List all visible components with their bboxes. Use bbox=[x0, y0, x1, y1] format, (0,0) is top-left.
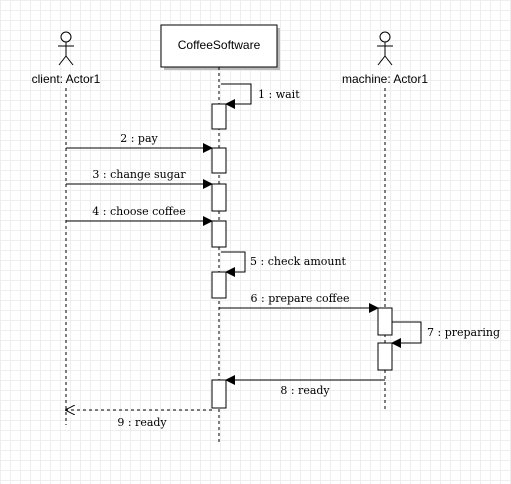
message-5[interactable]: 5 : check amount bbox=[221, 251, 347, 277]
actor-client-label: client: Actor1 bbox=[32, 72, 101, 86]
message-9[interactable]: 9 : ready bbox=[66, 410, 212, 429]
message-4-label: 4 : choose coffee bbox=[92, 205, 185, 218]
activation-bar bbox=[211, 103, 227, 130]
message-arrow bbox=[221, 251, 246, 277]
activation-bar bbox=[211, 183, 227, 212]
message-5-label: 5 : check amount bbox=[250, 255, 347, 268]
message-2-label: 2 : pay bbox=[120, 132, 158, 145]
activation-bar bbox=[211, 220, 227, 248]
stick-figure-icon bbox=[58, 31, 74, 66]
message-1[interactable]: 1 : wait bbox=[221, 83, 300, 109]
activation-bar bbox=[211, 379, 227, 409]
activation-bar bbox=[211, 147, 227, 174]
activation-bar bbox=[377, 342, 393, 371]
message-9-label: 9 : ready bbox=[117, 416, 167, 429]
message-4[interactable]: 4 : choose coffee bbox=[66, 205, 213, 226]
stick-figure-icon bbox=[377, 31, 393, 66]
object-coffee-software[interactable]: CoffeeSoftware bbox=[160, 24, 280, 70]
actor-client[interactable]: client: Actor1 bbox=[32, 31, 101, 86]
message-2[interactable]: 2 : pay bbox=[66, 132, 213, 153]
message-8-label: 8 : ready bbox=[280, 384, 330, 397]
activation-bar bbox=[377, 307, 393, 336]
message-arrow bbox=[221, 83, 252, 109]
activation-bar bbox=[211, 271, 227, 299]
message-arrow bbox=[391, 321, 422, 348]
message-7-label: 7 : preparing bbox=[427, 326, 500, 339]
message-3[interactable]: 3 : change sugar bbox=[66, 168, 213, 189]
actor-machine-label: machine: Actor1 bbox=[342, 72, 428, 86]
object-coffee-software-label: CoffeeSoftware bbox=[178, 38, 261, 52]
message-7[interactable]: 7 : preparing bbox=[391, 321, 500, 348]
message-1-label: 1 : wait bbox=[258, 88, 300, 101]
actor-machine[interactable]: machine: Actor1 bbox=[342, 31, 428, 86]
object-box bbox=[160, 24, 278, 68]
message-6-label: 6 : prepare coffee bbox=[251, 292, 350, 305]
message-3-label: 3 : change sugar bbox=[92, 168, 186, 181]
message-6[interactable]: 6 : prepare coffee bbox=[219, 292, 379, 313]
message-8[interactable]: 8 : ready bbox=[225, 375, 385, 397]
